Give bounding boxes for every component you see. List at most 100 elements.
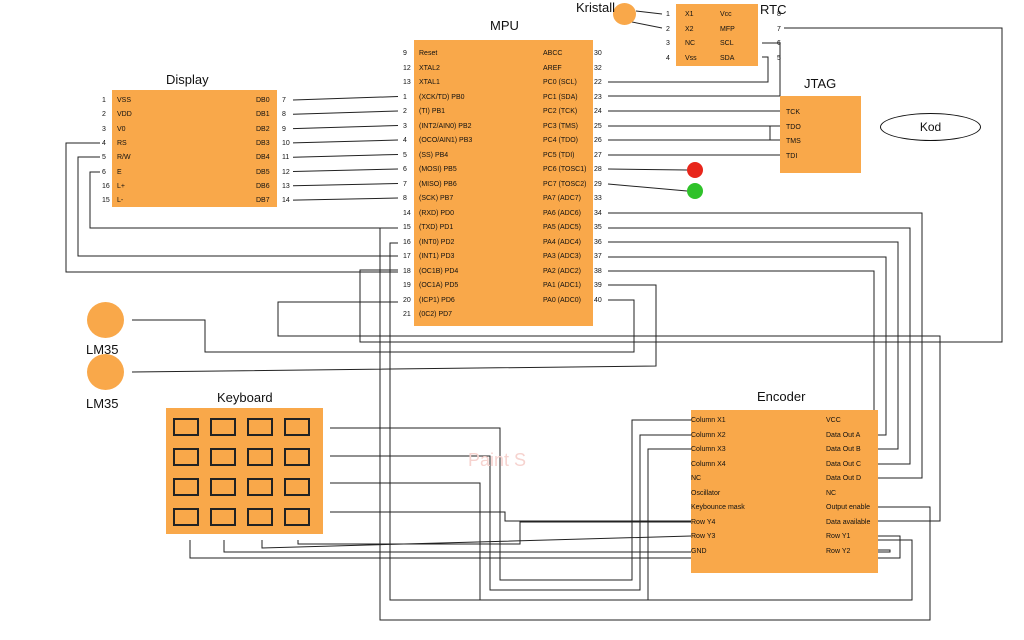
keyboard-title: Keyboard	[217, 390, 273, 405]
wire-encoder-data-b	[608, 241, 899, 450]
encoder-left-pin-label: Column X3	[691, 446, 726, 453]
jtag-pin-label: TMS	[786, 138, 801, 145]
rtc-left-pin-label: Vss	[685, 54, 697, 62]
mpu-left-pin-num: 2	[403, 108, 407, 115]
mpu-left-pin-num: 3	[403, 122, 407, 130]
wire-led-red	[607, 168, 688, 171]
mpu-right-pin-num: 25	[594, 122, 602, 130]
display-left-pin-label: VDD	[117, 111, 132, 119]
mpu-right-pin-num: 36	[594, 238, 602, 246]
mpu-left-pin-num: 14	[403, 209, 411, 217]
keypad-key	[173, 508, 199, 526]
mpu-right-pin-num: 23	[594, 93, 602, 101]
display-left-pin-num: 3	[102, 125, 106, 133]
mpu-left-pin-label: (OC1B) PD4	[419, 267, 459, 275]
mpu-left-pin-label: (SCK) PB7	[419, 195, 454, 202]
mpu-left-pin-label: (MOSI) PB5	[419, 166, 457, 173]
mpu-right-pin-label: PA5 (ADC5)	[543, 224, 581, 231]
encoder-title: Encoder	[757, 389, 806, 404]
wire-kbd-row-y3	[261, 535, 692, 549]
display-left-pin-num: 15	[102, 197, 110, 205]
display-left-pin-num: 16	[102, 182, 110, 190]
display-left-pin-label: VSS	[117, 97, 132, 104]
mpu-right-pin-label: PC7 (TOSC2)	[543, 180, 587, 188]
display-right-pin-label: DB1	[256, 111, 270, 119]
wire-encoder-row-loop	[389, 242, 913, 601]
mpu-title: MPU	[490, 18, 519, 33]
wire-encoder-data-available	[277, 301, 941, 522]
encoder-left-pin-label: GND	[691, 547, 707, 555]
lm35-sensor-1-icon	[87, 302, 124, 338]
encoder-left-pin-label: Oscillator	[691, 489, 721, 497]
red-led-icon	[687, 162, 703, 178]
wire-rtc-sda	[608, 56, 769, 83]
encoder-block	[691, 410, 878, 573]
rtc-left-pin-label: X2	[685, 25, 694, 33]
wire-rtc-mfp	[359, 27, 1003, 343]
encoder-right-pin-label: Row Y1	[826, 533, 851, 540]
mpu-right-pin-label: PC6 (TOSC1)	[543, 166, 587, 173]
wire-kbd-col-x3	[330, 448, 691, 601]
keypad-key	[173, 448, 199, 466]
mpu-left-pin-num: 5	[403, 151, 407, 159]
display-left-pin-label: E	[117, 168, 122, 176]
mpu-left-pin-num: 13	[403, 79, 411, 86]
mpu-right-pin-num: 35	[594, 224, 602, 231]
wire-led-green	[607, 183, 688, 192]
rtc-right-pin-num: 7	[777, 25, 781, 33]
keypad-key	[247, 418, 273, 436]
rtc-right-pin-label: MFP	[720, 25, 735, 33]
display-right-pin-num: 14	[282, 197, 290, 205]
mpu-right-pin-num: 26	[594, 137, 602, 144]
display-left-pin-num: 6	[102, 168, 106, 176]
wire-kbd-row-y1	[189, 535, 901, 559]
mpu-right-pin-num: 37	[594, 253, 602, 260]
wire-display-db-to-pb	[292, 110, 399, 115]
mpu-left-pin-num: 21	[403, 311, 411, 318]
mpu-left-pin-label: XTAL1	[419, 79, 440, 86]
wire-display-rw	[77, 156, 398, 257]
mpu-right-pin-label: PC4 (TDO)	[543, 137, 578, 144]
mpu-right-pin-num: 34	[594, 209, 602, 217]
rtc-title: RTC	[760, 2, 787, 17]
mpu-right-pin-label: PA6 (ADC6)	[543, 209, 581, 217]
encoder-right-pin-label: Data Out A	[826, 431, 861, 439]
mpu-left-pin-label: (OCO/AIN1) PB3	[419, 137, 473, 144]
wire-display-db-to-pb	[292, 125, 399, 130]
mpu-right-pin-num: 38	[594, 267, 602, 275]
keypad-key	[284, 478, 310, 496]
wire-display-db-to-pb	[292, 96, 399, 101]
display-right-pin-num: 10	[282, 139, 290, 147]
mpu-left-pin-label: (INT1) PD3	[419, 253, 455, 260]
jtag-title: JTAG	[804, 76, 837, 91]
mpu-right-pin-label: PA2 (ADC2)	[543, 267, 581, 275]
mpu-left-pin-label: (SS) PB4	[419, 151, 449, 159]
jtag-pin-label: TDO	[786, 123, 801, 131]
wire-kbd-col-x2	[330, 434, 691, 591]
mpu-left-pin-label: (OC1A) PD5	[419, 282, 459, 289]
mpu-left-pin-label: (0C2) PD7	[419, 311, 453, 318]
mpu-left-pin-num: 12	[403, 64, 411, 72]
wire-encoder-data-d	[608, 212, 923, 479]
rtc-right-pin-num: 6	[777, 40, 781, 47]
rtc-left-pin-num: 3	[666, 40, 670, 47]
wire-kbd-col-x1	[330, 419, 691, 581]
mpu-right-pin-label: PA4 (ADC4)	[543, 238, 581, 246]
encoder-left-pin-label: Row Y4	[691, 518, 716, 526]
wire-jtag-tdo	[608, 125, 786, 141]
display-left-pin-num: 2	[102, 111, 106, 119]
mpu-left-pin-label: (TI) PB1	[419, 108, 446, 115]
mpu-left-pin-num: 8	[403, 195, 407, 202]
mpu-right-pin-label: PC0 (SCL)	[543, 79, 577, 86]
display-right-pin-label: DB5	[256, 168, 270, 176]
rtc-left-pin-num: 2	[666, 25, 670, 33]
mpu-left-pin-num: 15	[403, 224, 411, 231]
mpu-right-pin-label: PC2 (TCK)	[543, 108, 578, 115]
mpu-right-pin-num: 24	[594, 108, 602, 115]
keypad-key	[247, 478, 273, 496]
encoder-right-pin-label: Data Out B	[826, 446, 861, 453]
wire-lm35-2	[131, 284, 657, 373]
mpu-left-pin-label: Reset	[419, 50, 438, 57]
mpu-left-pin-num: 19	[403, 282, 411, 289]
